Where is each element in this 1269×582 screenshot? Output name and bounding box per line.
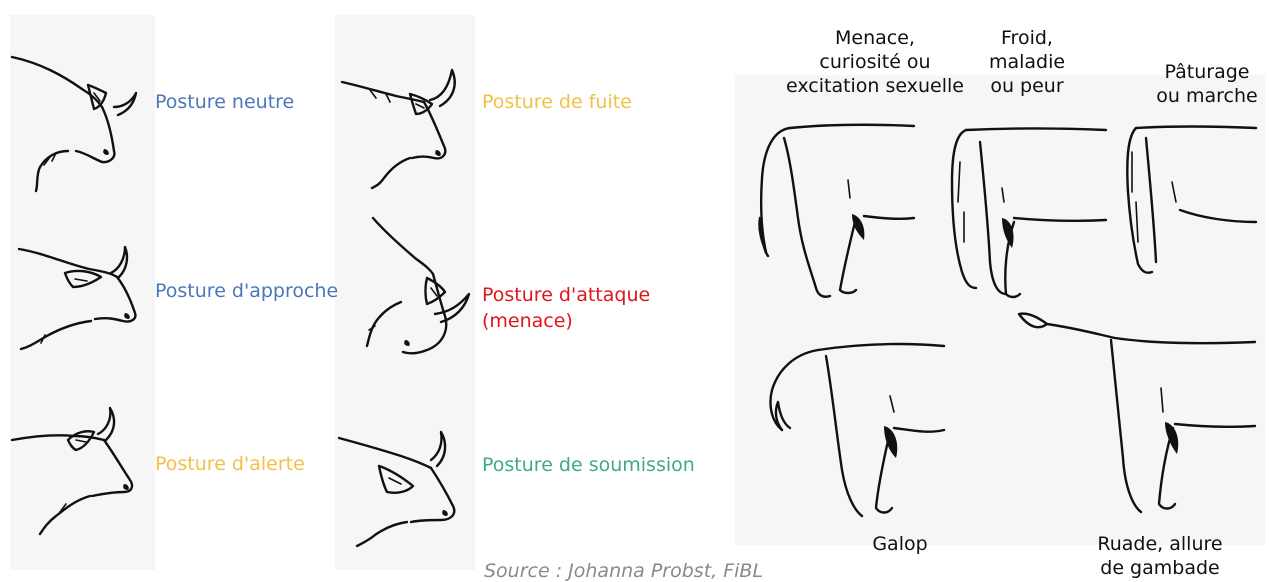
label-posture-soumission: Posture de soumission [482,453,695,477]
label-posture-alerte: Posture d'alerte [155,452,305,476]
tail-ruade-drawing [1015,308,1260,523]
caption-froid-line1: Froid, [972,26,1082,50]
cow-head-attack-drawing [345,212,475,362]
caption-menace: Menace, curiosité ou excitation sexuelle [780,26,970,98]
caption-menace-line3: excitation sexuelle [780,74,970,98]
cow-head-alert-drawing [10,400,150,540]
caption-ruade: Ruade, allure de gambade [1080,532,1240,580]
tail-menace-drawing [740,118,920,308]
cow-head-submission-drawing [335,420,475,550]
tail-paturage-drawing [1110,122,1260,282]
cow-head-approach-drawing [15,235,155,355]
caption-paturage-line2: ou marche [1150,84,1264,108]
label-menace: (menace) [482,309,573,333]
source-credit: Source : Johanna Probst, FiBL [484,560,763,582]
caption-menace-line1: Menace, [780,26,970,50]
caption-ruade-line2: de gambade [1080,556,1240,580]
caption-menace-line2: curiosité ou [780,50,970,74]
tail-galop-drawing [758,330,948,530]
caption-froid: Froid, maladie ou peur [972,26,1082,98]
cow-head-neutral-drawing [10,45,155,195]
caption-paturage: Pâturage ou marche [1150,60,1264,108]
caption-galop: Galop [855,532,945,556]
caption-paturage-line1: Pâturage [1150,60,1264,84]
caption-froid-line3: ou peur [972,74,1082,98]
cow-head-flight-drawing [340,60,470,190]
caption-froid-line2: maladie [972,50,1082,74]
label-posture-fuite: Posture de fuite [482,90,632,114]
label-posture-approche: Posture d'approche [155,279,338,303]
label-posture-neutre: Posture neutre [155,90,294,114]
caption-ruade-line1: Ruade, allure [1080,532,1240,556]
label-posture-attaque: Posture d'attaque [482,283,650,307]
tail-froid-drawing [940,122,1110,312]
